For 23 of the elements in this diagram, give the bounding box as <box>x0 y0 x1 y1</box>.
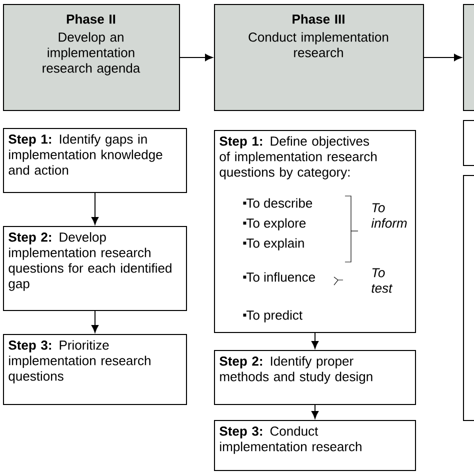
category-label: To inform <box>371 203 407 228</box>
arrow <box>424 54 462 62</box>
phase-box: Phase III Conduct implementation research <box>214 4 424 111</box>
arrow <box>91 310 99 333</box>
arrow <box>180 54 213 62</box>
step-box <box>463 175 474 421</box>
arrow <box>91 192 99 225</box>
step-box: Step 3: Prioritize implementation research questions <box>3 334 187 405</box>
category-label: To test <box>372 268 393 293</box>
phase-box <box>463 4 474 111</box>
step-box: Step 2: Develop implementation research questions for each identified gap <box>3 226 187 311</box>
step-box <box>463 120 474 166</box>
bullet-item: To explore <box>243 218 306 230</box>
bullet-item: To influence <box>243 272 315 282</box>
bullet-item: To explain <box>243 238 304 250</box>
arrow <box>311 332 319 349</box>
step-box: Step 1: Identify gaps in implementation knowledge and action <box>3 128 187 193</box>
bullet-item: To predict <box>243 310 302 322</box>
bullet-item: To describe <box>243 198 312 208</box>
step-box: Step 3: Conduct implementation research <box>214 420 416 471</box>
arrow <box>311 404 319 419</box>
phase-box: Phase II Develop an implementation research agenda <box>3 4 180 111</box>
step-box: Step 2: Identify proper methods and study design <box>214 350 416 405</box>
